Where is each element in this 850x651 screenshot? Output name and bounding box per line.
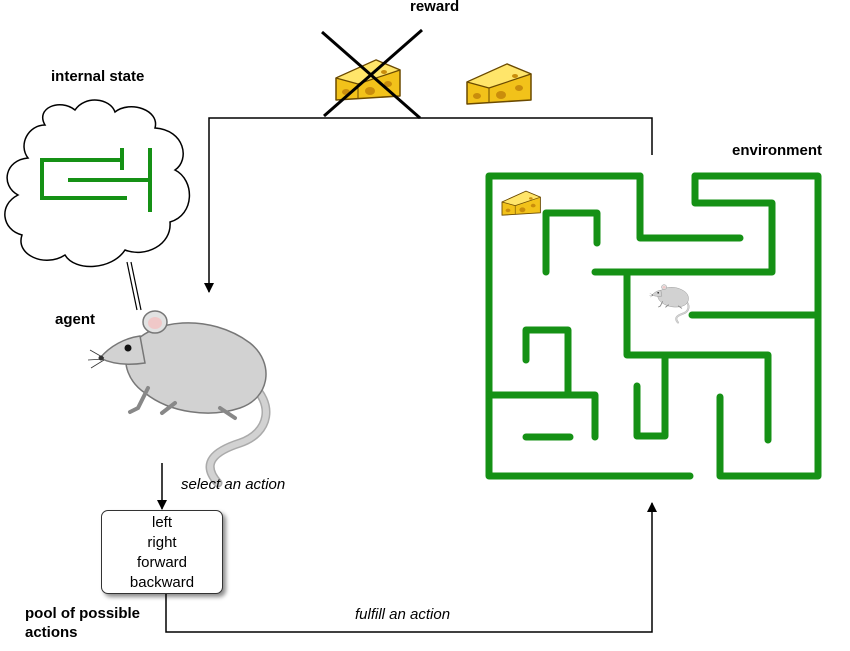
internal-state-label: internal state bbox=[51, 68, 145, 85]
maze-cheese-icon bbox=[501, 190, 541, 216]
action-left: left bbox=[151, 513, 172, 531]
reward-arrow bbox=[204, 117, 653, 293]
select-action-label: select an action bbox=[181, 476, 286, 493]
fulfill-arrow bbox=[165, 502, 657, 633]
thought-cloud-icon bbox=[4, 99, 191, 311]
action-backward: backward bbox=[129, 573, 195, 591]
action-right: right bbox=[147, 533, 177, 551]
pool-label-line2: actions bbox=[25, 624, 78, 641]
mouse-icon bbox=[88, 311, 266, 483]
maze-mouse-icon bbox=[648, 283, 690, 324]
action-pool-box: left right forward backward bbox=[101, 510, 223, 594]
maze-icon bbox=[485, 172, 822, 480]
agent-label: agent bbox=[55, 311, 96, 328]
fulfill-action-label: fulfill an action bbox=[355, 606, 451, 623]
action-forward: forward bbox=[136, 553, 188, 571]
cheese-crossed-icon bbox=[321, 28, 423, 120]
environment-label: environment bbox=[732, 142, 823, 159]
pool-label-line1: pool of possible bbox=[25, 605, 140, 622]
reward-label: reward bbox=[410, 0, 460, 15]
cheese-icon bbox=[466, 63, 532, 105]
